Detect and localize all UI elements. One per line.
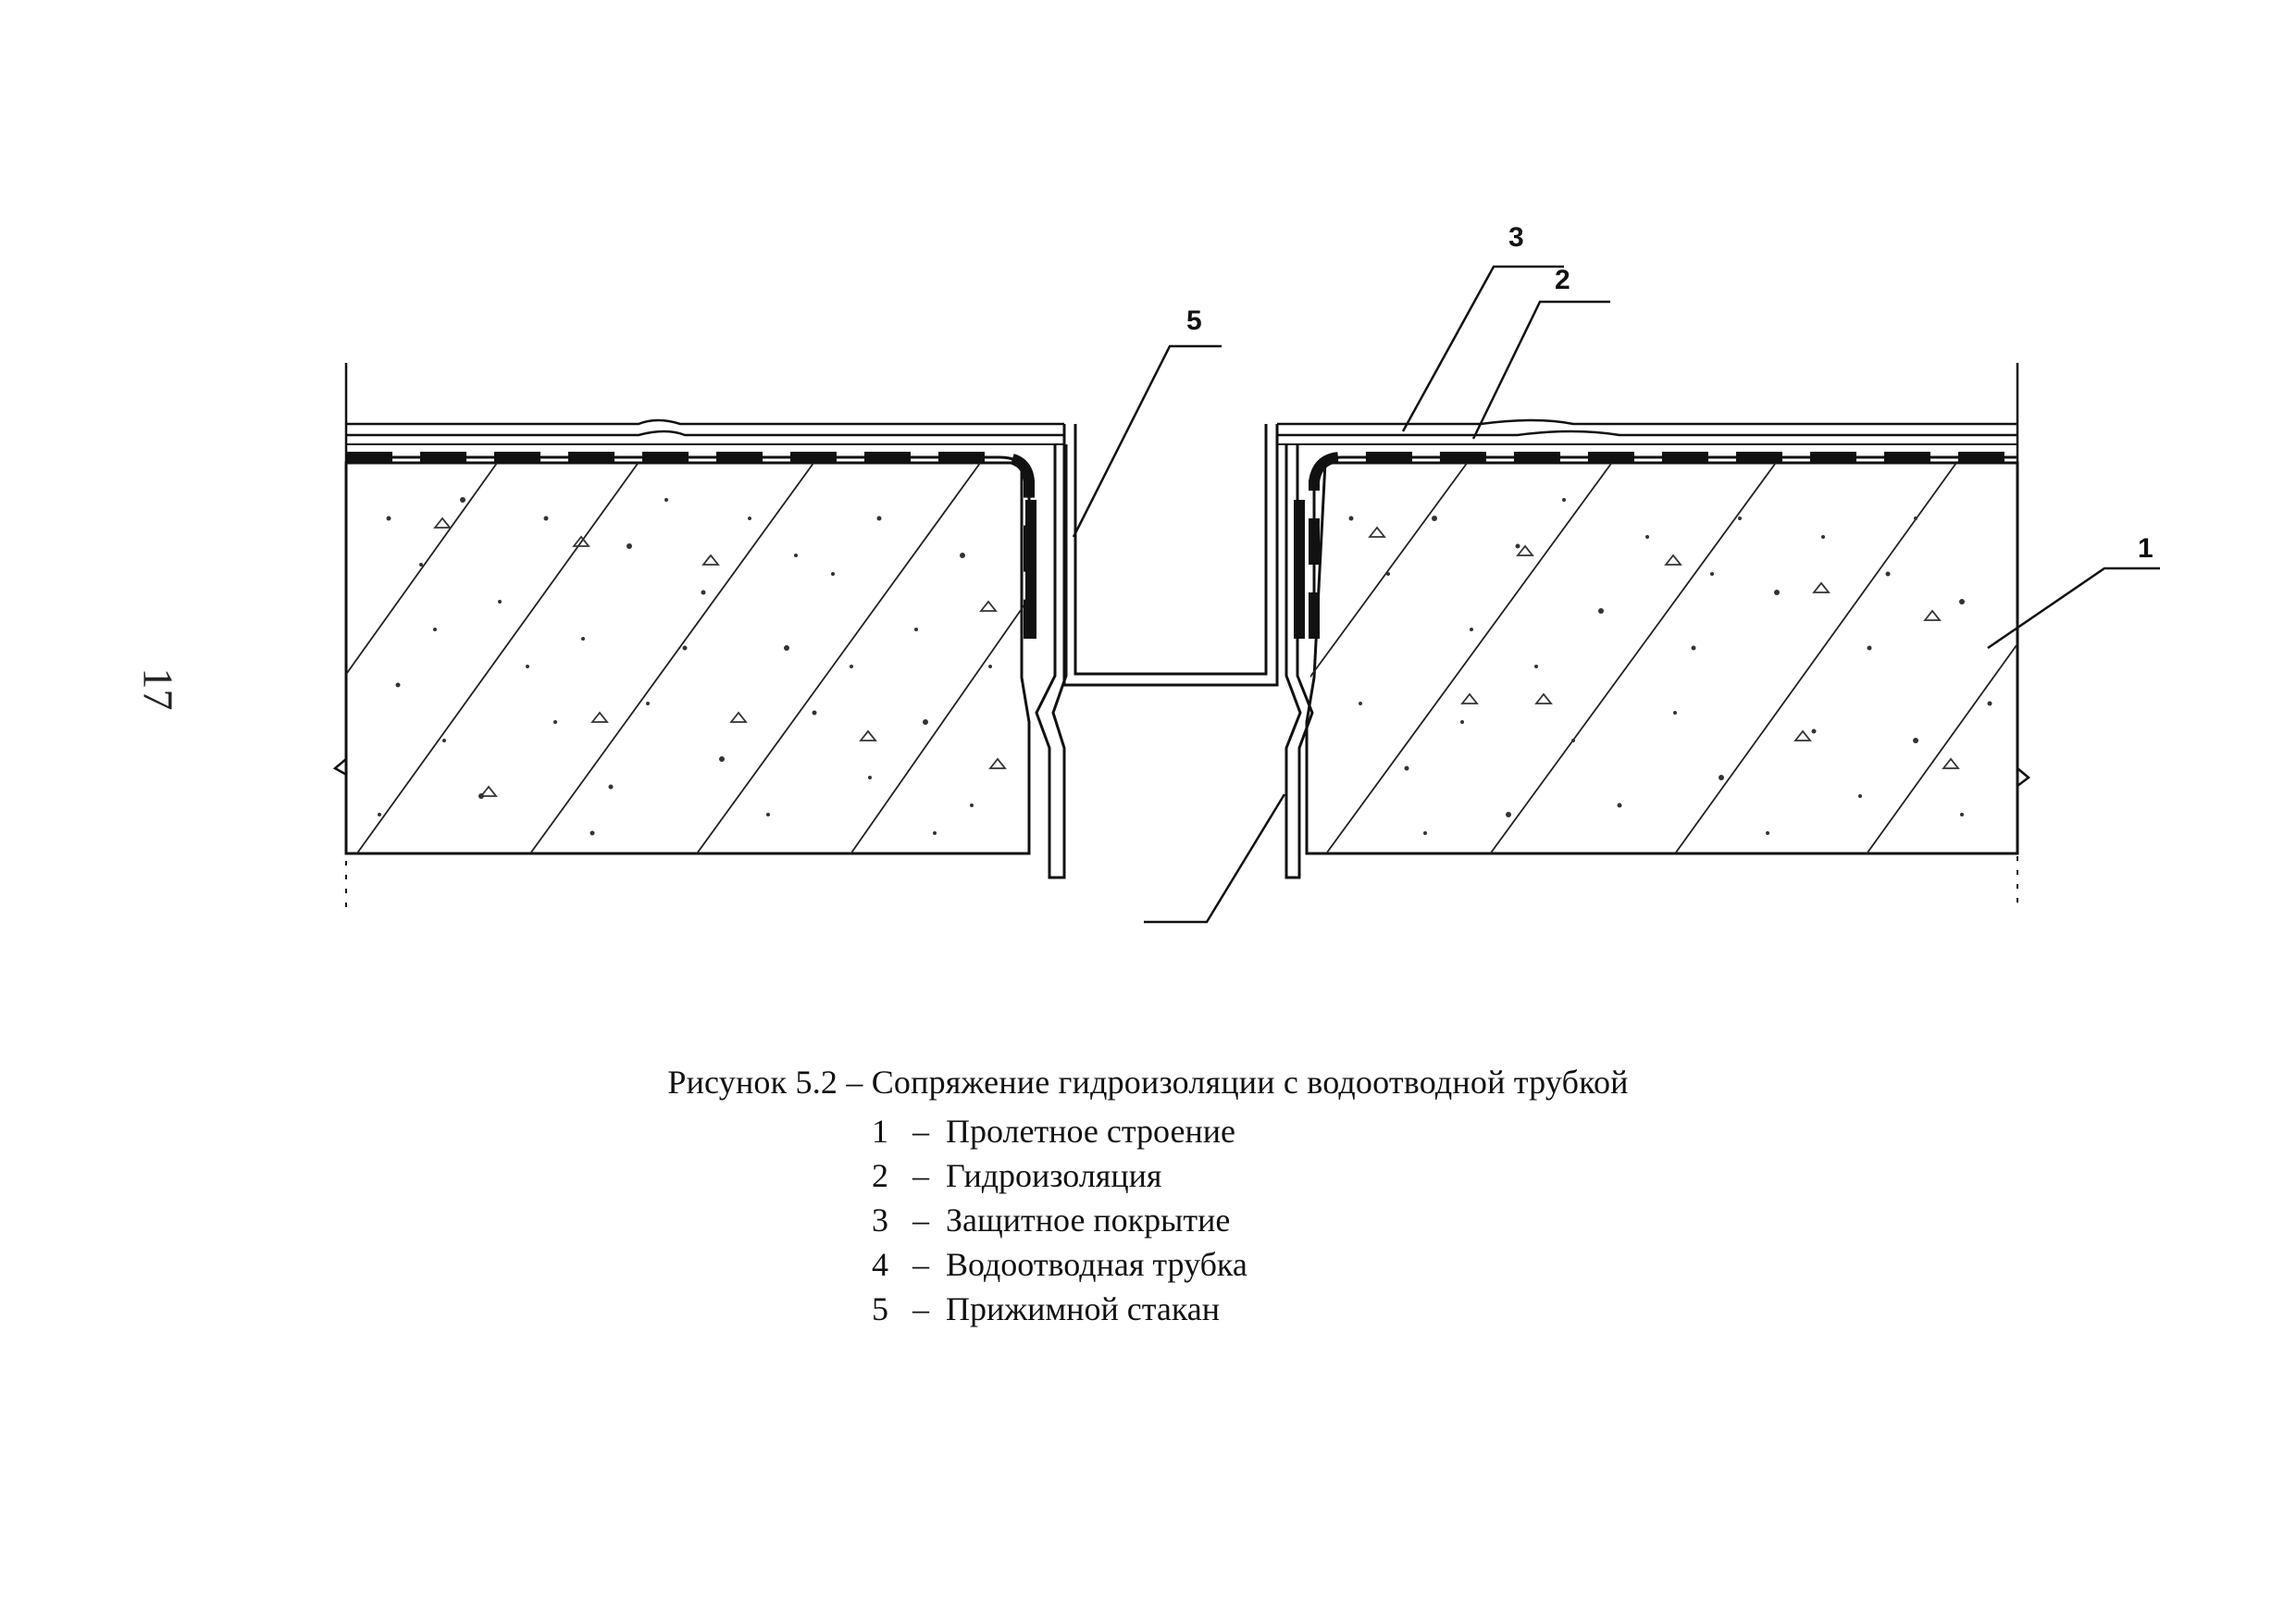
page-number: 17 xyxy=(134,667,182,711)
callout-1: 1 xyxy=(2138,533,2153,564)
concrete-slab-left xyxy=(344,461,1031,855)
legend-item: 4 – Водоотводная трубка xyxy=(872,1242,1247,1287)
legend-dash: – xyxy=(912,1113,929,1150)
legend-number: 5 xyxy=(872,1290,888,1327)
clamping-cup xyxy=(1062,424,1279,687)
legend-text: Пролетное строение xyxy=(946,1113,1235,1150)
legend-item: 2 – Гидроизоляция xyxy=(872,1153,1247,1198)
concrete-slab-right xyxy=(1305,461,2019,855)
legend-text: Прижимной стакан xyxy=(946,1290,1221,1327)
legend-dash: – xyxy=(912,1246,929,1283)
figure-legend: 1 – Пролетное строение 2 – Гидроизоляция… xyxy=(872,1109,1247,1331)
legend-dash: – xyxy=(912,1290,929,1327)
leader-lines xyxy=(1072,265,2160,924)
callout-3: 3 xyxy=(1508,222,1524,253)
legend-item: 1 – Пролетное строение xyxy=(872,1109,1247,1153)
drain-pipe xyxy=(1035,444,1314,879)
legend-number: 3 xyxy=(872,1202,888,1239)
legend-text: Водоотводная трубка xyxy=(946,1246,1247,1283)
callout-2: 2 xyxy=(1555,265,1570,295)
legend-text: Гидроизоляция xyxy=(946,1157,1162,1194)
legend-dash: – xyxy=(912,1157,929,1194)
legend-number: 2 xyxy=(872,1157,888,1194)
callout-5: 5 xyxy=(1186,305,1202,336)
legend-item: 5 – Прижимной стакан xyxy=(872,1287,1247,1331)
waterproofing-layer xyxy=(346,452,2017,639)
legend-text: Защитное покрытие xyxy=(946,1202,1231,1239)
legend-number: 1 xyxy=(872,1113,888,1150)
figure-caption: Рисунок 5.2 – Сопряжение гидроизоляции с… xyxy=(667,1064,1629,1101)
legend-dash: – xyxy=(912,1202,929,1239)
legend-number: 4 xyxy=(872,1246,888,1283)
legend-item: 3 – Защитное покрытие xyxy=(872,1198,1247,1242)
protective-cover-layer xyxy=(346,418,2017,445)
